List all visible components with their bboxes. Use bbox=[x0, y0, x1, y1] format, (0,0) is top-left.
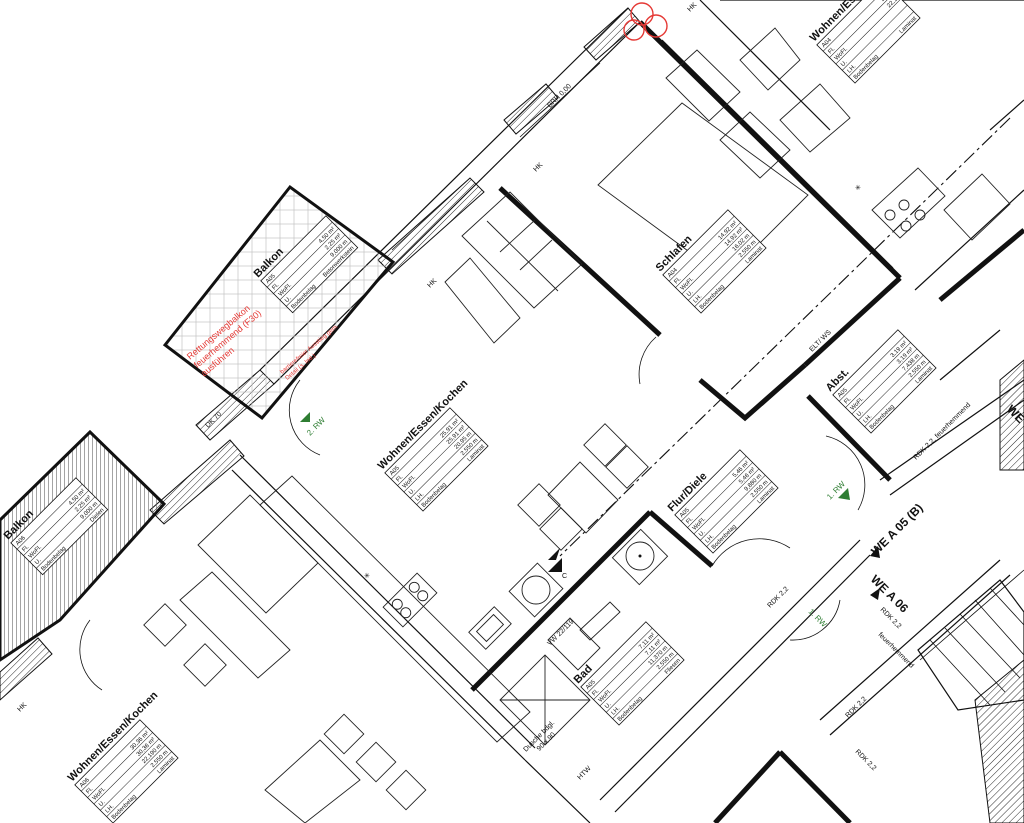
room-attr-label: LH. bbox=[611, 705, 622, 716]
room-label-block: Wohnen/Essen/KochenA04Fl.22,1WoFl.22,1U.… bbox=[808, 0, 921, 84]
rdk-label-1: RDK 2,2 bbox=[766, 586, 790, 610]
room-attr-value: 22,1 bbox=[886, 0, 899, 9]
hk-label-4: HK bbox=[16, 701, 28, 713]
room-attr-label: LH. bbox=[105, 803, 116, 814]
room-attr-label: Fl. bbox=[673, 276, 682, 285]
furniture: ✳ ✳ bbox=[143, 27, 1024, 823]
room-attr-label: Fl. bbox=[827, 46, 836, 55]
room-attr-label: Fl. bbox=[271, 282, 280, 291]
exterior-wall bbox=[0, 7, 641, 701]
hk-label-3: HK bbox=[426, 277, 438, 289]
escape-route-1a: 1. RW bbox=[825, 479, 850, 501]
shower-label: Dusche bdgl. 90 x 90 bbox=[522, 720, 557, 754]
stairs bbox=[917, 569, 1024, 711]
door-swings bbox=[79, 336, 866, 691]
room-attr-label: Fl. bbox=[85, 786, 94, 795]
rdk-label-5: RDK 2,2 bbox=[854, 748, 878, 772]
room-attr-label: LH. bbox=[693, 293, 704, 304]
room-attr-label: Fl. bbox=[21, 544, 30, 553]
balcony-note: Rettungswegbalkon feuerhemmend (F30) aus… bbox=[185, 303, 263, 378]
hk-label-2: HK bbox=[532, 161, 544, 173]
section-marker: C bbox=[562, 573, 567, 580]
room-attr-label: U. bbox=[98, 799, 107, 808]
room-attr-label: LH. bbox=[415, 491, 426, 502]
escape-route-1b: 1. RW bbox=[807, 607, 829, 629]
room-attr-label: Fl. bbox=[843, 396, 852, 405]
room-attr-label: U. bbox=[840, 59, 849, 68]
svg-text:✳: ✳ bbox=[855, 184, 861, 192]
room-attr-label: U. bbox=[284, 295, 293, 304]
rdk-label-3: RDK 2,2 bbox=[844, 696, 868, 720]
balcony-a06 bbox=[0, 429, 167, 662]
svg-text:✳: ✳ bbox=[364, 572, 370, 580]
room-attr-label: U. bbox=[686, 289, 695, 298]
fire-symbol-icon bbox=[623, 2, 668, 41]
svg-text:1. RW: 1. RW bbox=[807, 607, 829, 629]
room-attr-label: Fl. bbox=[685, 516, 694, 525]
section-line: C bbox=[548, 117, 1011, 580]
interior-walls bbox=[231, 0, 1024, 823]
htw-label: HTW bbox=[576, 765, 592, 781]
hk-label-1: HK bbox=[686, 1, 698, 13]
room-attr-label: LH. bbox=[863, 413, 874, 424]
room-attr-label: LH. bbox=[847, 63, 858, 74]
room-attr-label: U. bbox=[34, 557, 43, 566]
room-attr-label: U. bbox=[604, 701, 613, 710]
room-attr-label: Fl. bbox=[591, 688, 600, 697]
vw-label: VW 22/119 bbox=[546, 618, 575, 647]
room-attr-label: U. bbox=[856, 409, 865, 418]
escape-route-2: 2. RW bbox=[300, 412, 327, 437]
room-attr-label: LH. bbox=[705, 533, 716, 544]
room-attr-label: Fl. bbox=[395, 474, 404, 483]
room-attr-label: U. bbox=[698, 529, 707, 538]
rdk-label-2: RDK 2,2, feuerhemmend bbox=[912, 402, 972, 462]
balcony-a05 bbox=[162, 184, 396, 421]
room-attr-label: U. bbox=[408, 487, 417, 496]
